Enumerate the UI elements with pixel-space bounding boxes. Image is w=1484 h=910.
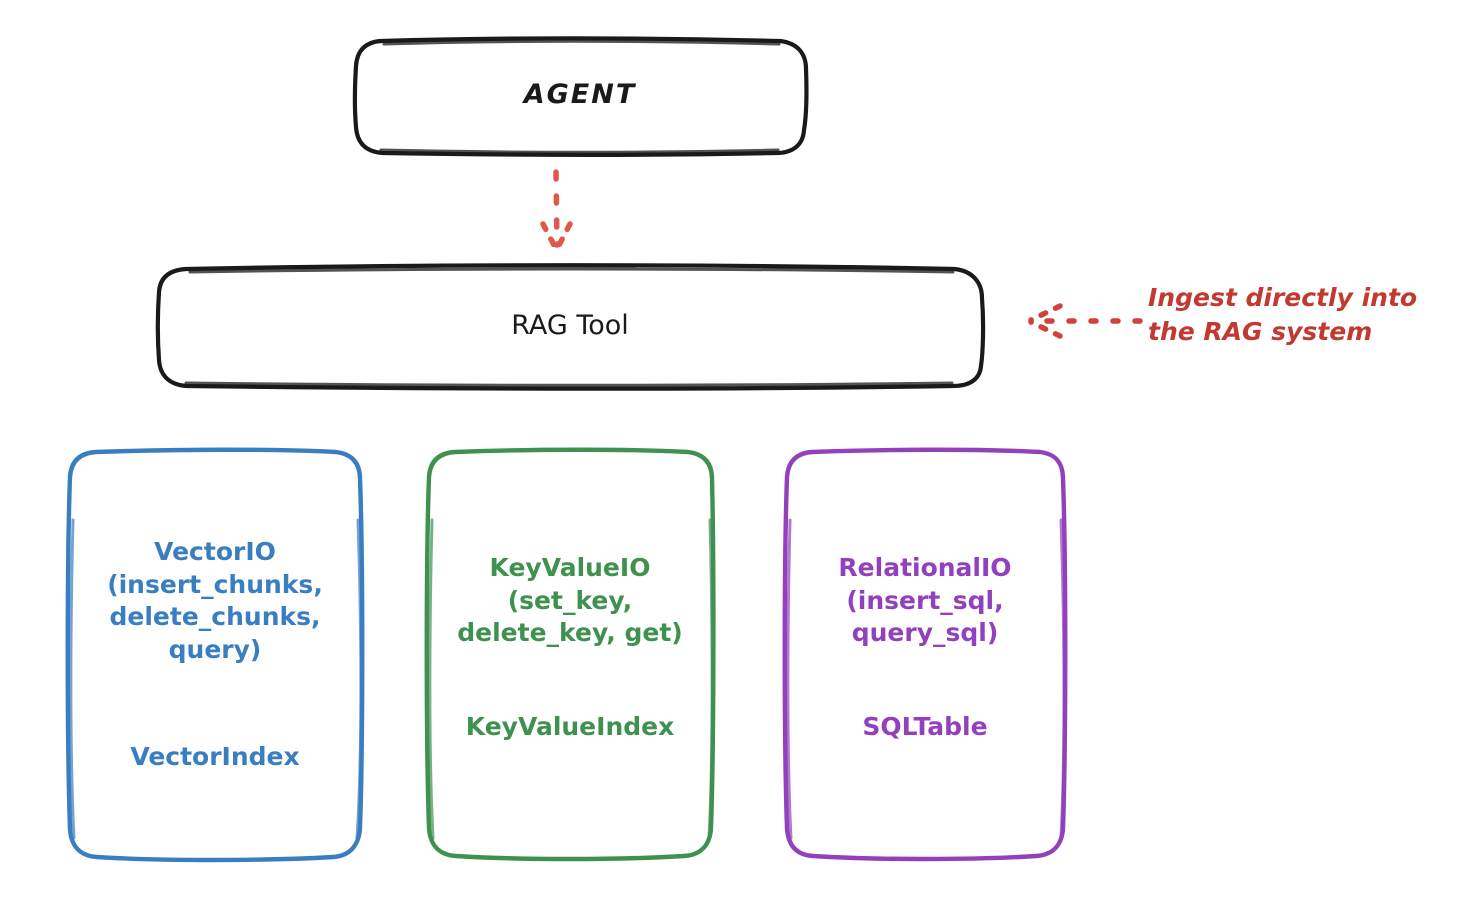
agent-to-rag-arrow [540,169,573,252]
sql-table-label: SQLTable [862,712,988,741]
vector-store-box-sketch-right [355,518,363,840]
agent-box-sketch-bottom [379,148,780,154]
relational-store-box-sketch-right [1059,518,1066,840]
relational-store-box-sketch-left [786,518,793,840]
agent-box[interactable] [352,36,809,157]
agent-node[interactable] [352,36,809,157]
keyvalue-store-label: KeyValueIO (set_key, delete_key, get) [457,553,683,647]
keyvalue-store-node[interactable] [424,447,716,862]
agent-to-rag-arrowhead-right [554,221,573,252]
agent-to-rag-arrow-line [553,169,560,248]
rag-tool-box-sketch-bottom [184,381,954,387]
relational-store-box[interactable] [782,447,1068,862]
ingest-arrow [1028,303,1143,339]
ingest-annotation: Ingest directly into the RAG system [1148,283,1418,346]
ingest-arrowhead-bottom [1028,319,1063,339]
vector-store-node[interactable] [65,447,365,863]
vector-store-box[interactable] [65,447,365,863]
vector-store-box-sketch-left [69,518,76,840]
rag-tool-box[interactable] [155,263,986,391]
agent-box-sketch-top [382,39,781,46]
vector-index-label: VectorIndex [130,742,300,771]
relational-store-label: RelationalIO (insert_sql, query_sql) [838,553,1012,647]
rag-tool-node[interactable] [155,263,986,391]
agent-to-rag-arrowhead-left [540,221,559,252]
keyvalue-store-box[interactable] [424,447,716,862]
keyvalue-store-box-sketch-right [707,518,714,840]
rag-tool-box-sketch-top [188,267,955,274]
relational-store-node[interactable] [782,447,1068,862]
keyvalue-index-label: KeyValueIndex [465,712,675,741]
vector-store-label: VectorIO (insert_chunks, delete_chunks, … [107,537,323,664]
keyvalue-store-box-sketch-left [428,518,435,840]
ingest-arrowhead-top [1028,303,1063,323]
